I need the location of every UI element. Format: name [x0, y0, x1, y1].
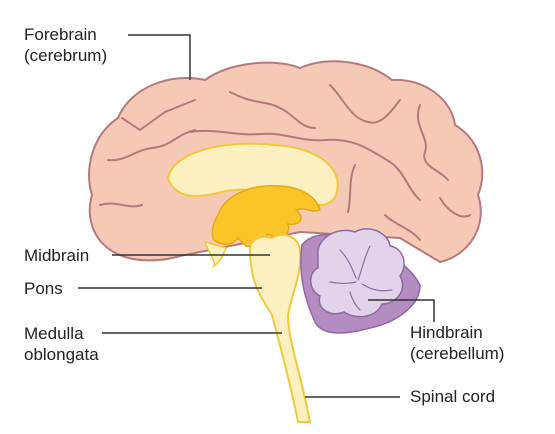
- sulcus: [121, 99, 196, 132]
- forebrain-label: Forebrain (cerebrum): [24, 24, 107, 66]
- sulcus: [384, 214, 421, 241]
- medulla-label-line2: oblongata: [24, 345, 99, 364]
- medulla-label-line1: Medulla: [24, 324, 84, 343]
- sulcus: [347, 164, 356, 213]
- sulcus: [107, 129, 196, 162]
- spinal-cord-label: Spinal cord: [410, 387, 496, 406]
- forebrain-label-line2: (cerebrum): [24, 46, 108, 65]
- cerebellum-fold: [339, 249, 357, 279]
- forebrain-label-line1: Forebrain: [24, 25, 97, 44]
- hindbrain-leader-line: [368, 299, 435, 322]
- cerebellum-fold: [329, 281, 357, 285]
- sulcus: [417, 104, 449, 181]
- midbrain-fringe: [203, 240, 227, 269]
- sulcus: [329, 84, 401, 124]
- cerebellum: [300, 228, 421, 334]
- forebrain-leader-line: [128, 34, 191, 80]
- hindbrain-label: Hindbrain (cerebellum): [410, 322, 504, 364]
- hindbrain-label-line2: (cerebellum): [410, 344, 505, 363]
- sulcus: [229, 91, 316, 129]
- midbrain-label: Midbrain: [24, 246, 90, 265]
- cerebellum-fold: [349, 291, 361, 311]
- brainstem: [248, 233, 312, 423]
- midbrain-region: [211, 185, 321, 248]
- sulcus: [439, 197, 471, 218]
- cerebellum-fold: [361, 283, 393, 292]
- medulla-label: Medulla oblongata: [24, 323, 99, 365]
- cerebellum-lobes: [310, 228, 405, 318]
- sulcus: [99, 202, 143, 208]
- hindbrain-label-line1: Hindbrain: [410, 323, 483, 342]
- pons-label: Pons: [24, 279, 63, 298]
- sulcus: [189, 129, 421, 201]
- cerebellum-fold: [357, 245, 371, 281]
